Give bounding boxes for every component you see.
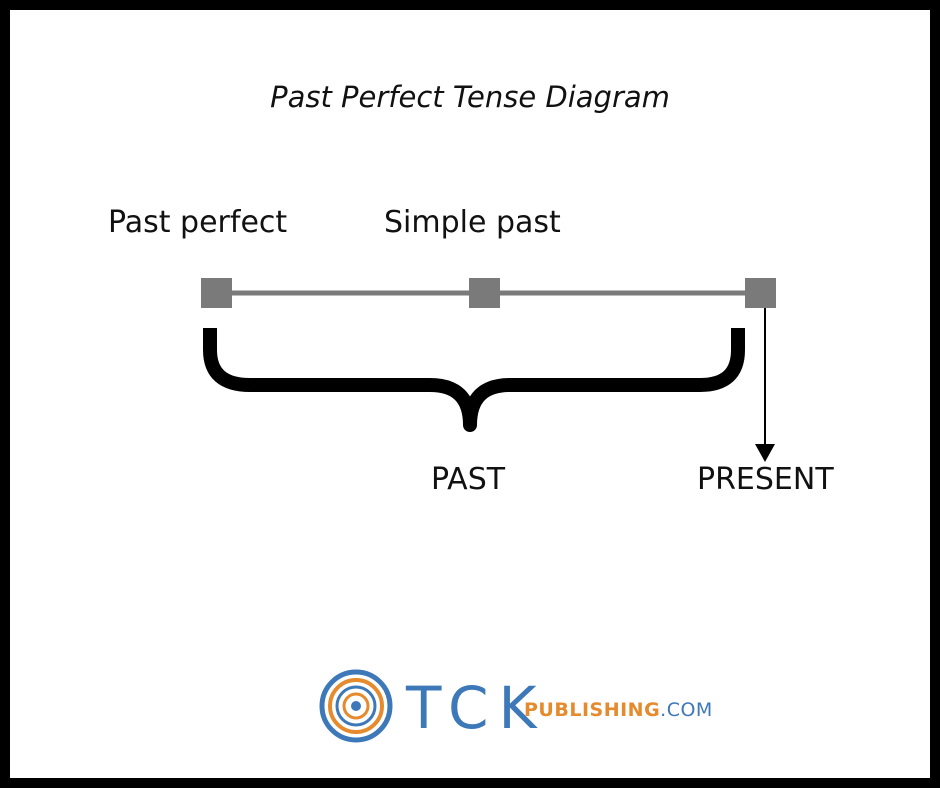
tck-logo: TCK PUBLISHING.COM (318, 668, 712, 744)
logo-domain: .COM (660, 699, 713, 721)
diagram-frame (10, 10, 930, 778)
concentric-circles-icon (319, 669, 393, 743)
logo-publishing-text: PUBLISHING (524, 699, 661, 721)
label-present: PRESENT (697, 462, 834, 497)
marker-present (745, 278, 776, 308)
logo-mark: TCK (406, 674, 547, 742)
label-past-perfect: Past perfect (108, 205, 288, 240)
marker-simple-past (469, 278, 500, 308)
diagram-title: Past Perfect Tense Diagram (270, 80, 670, 114)
label-simple-past: Simple past (384, 205, 561, 240)
present-arrow-head-icon (755, 444, 775, 462)
past-brace (203, 328, 745, 432)
marker-past-perfect (201, 278, 232, 308)
label-past: PAST (431, 462, 506, 497)
logo-publishing: PUBLISHING.COM (524, 699, 713, 721)
